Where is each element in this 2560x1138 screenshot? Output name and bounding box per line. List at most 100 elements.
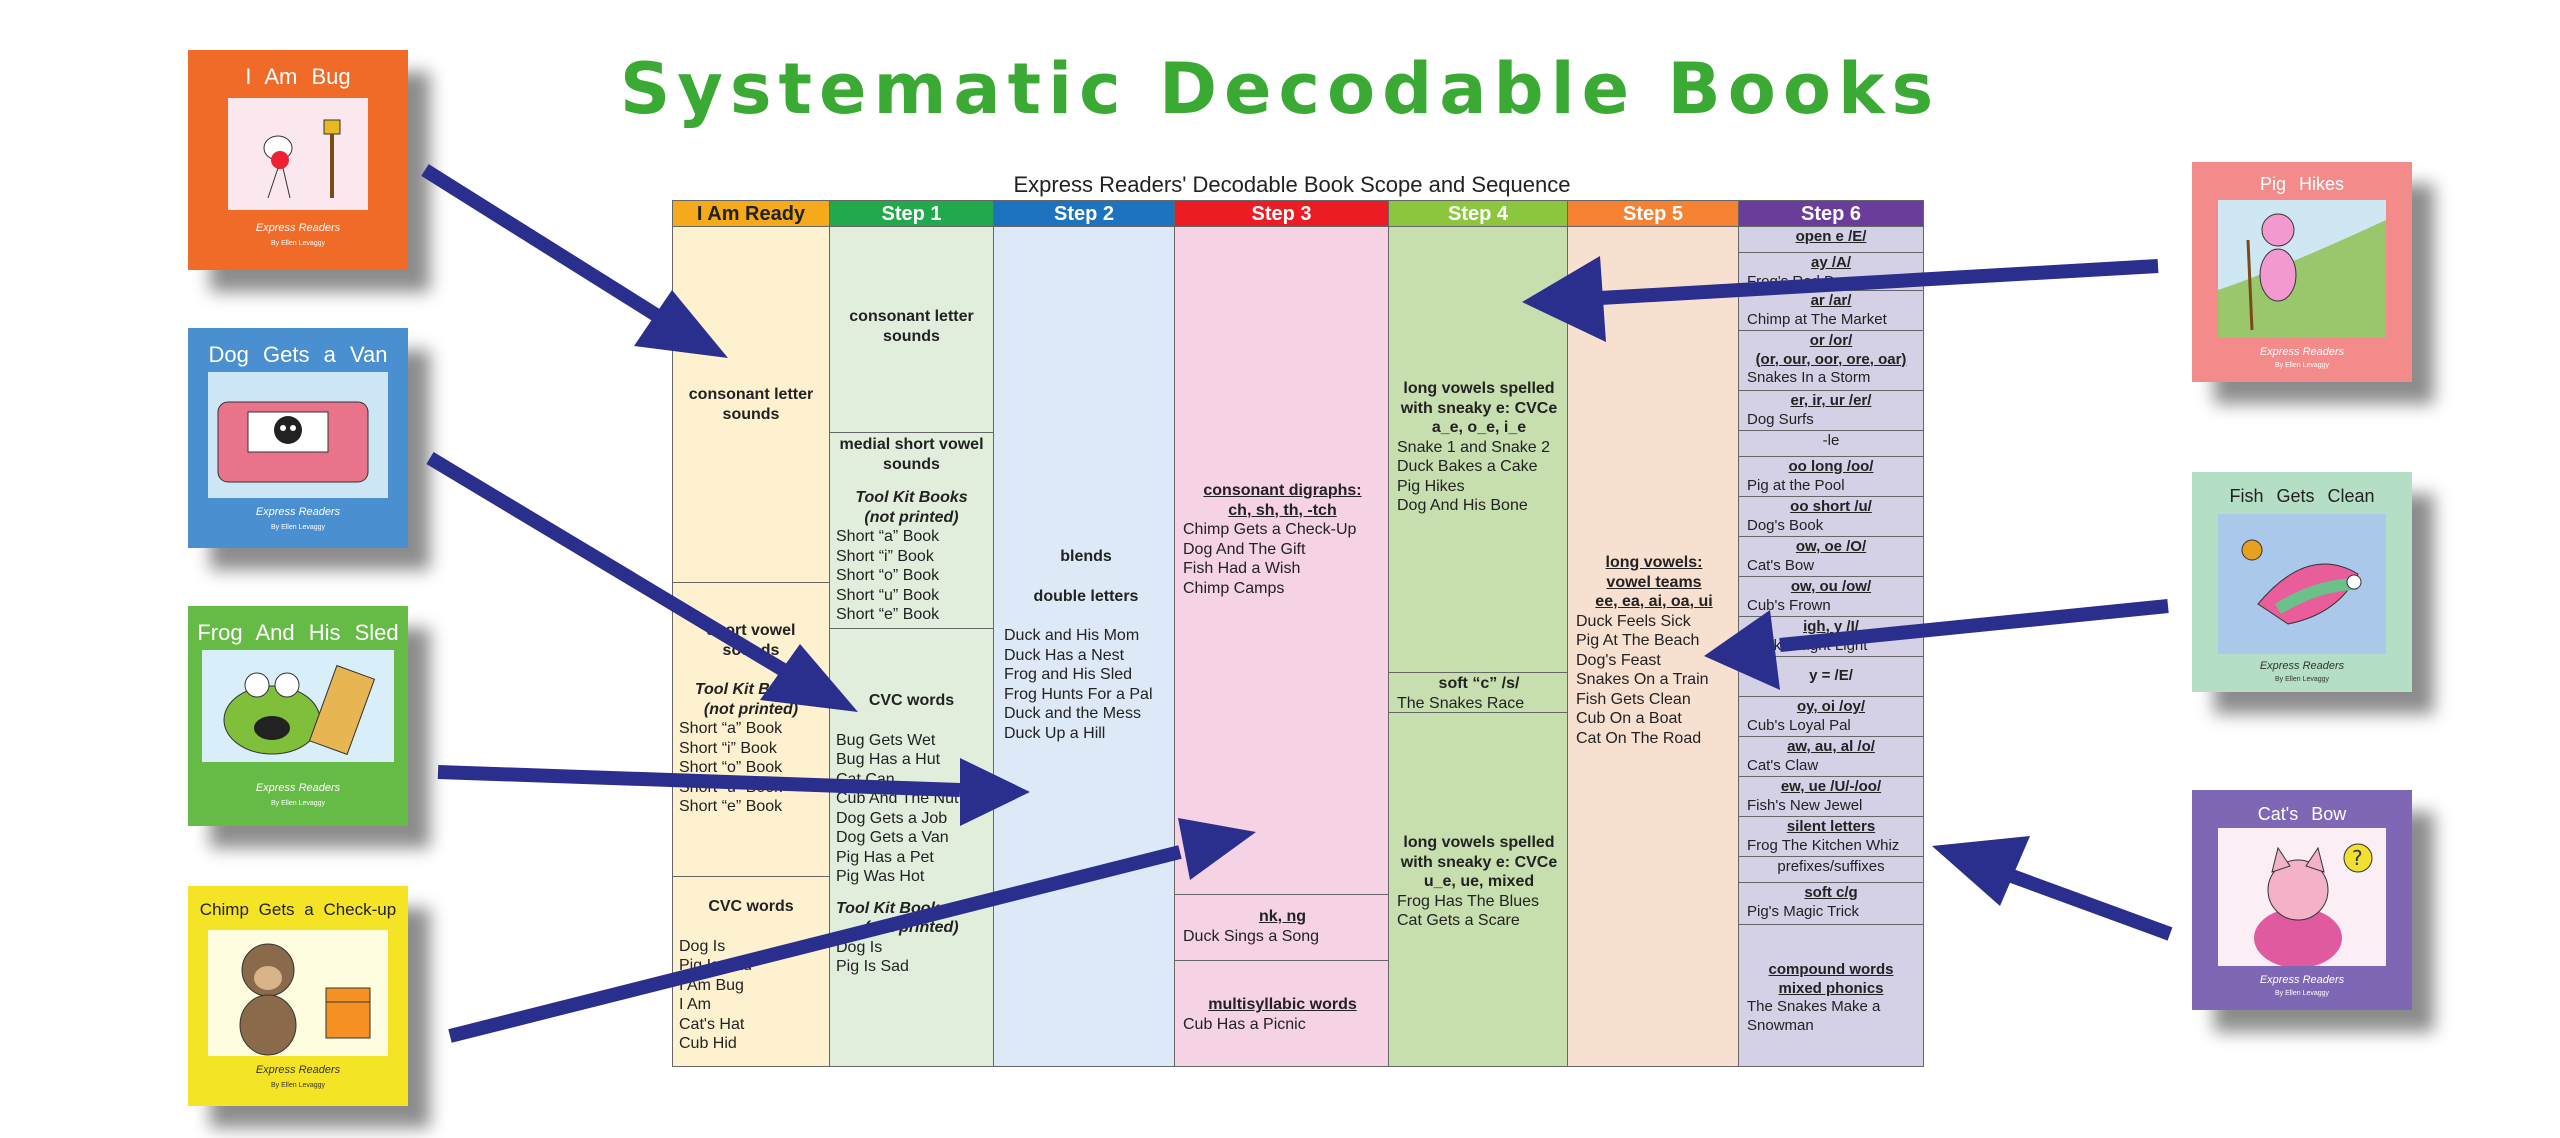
author: By Ellen Levaggy [2274, 676, 2330, 683]
book-item: Duck and the Mess [1004, 705, 1141, 722]
cell-heading: or /or/ [1809, 332, 1853, 349]
book-item: Pig at the Pool [1747, 476, 1845, 494]
chimp-illustration [208, 930, 388, 1056]
cell-heading: ow, oe /O/ [1795, 538, 1867, 555]
book-item: Short “e” Book [679, 798, 783, 815]
book-item: Duck and His Mom [1004, 627, 1140, 644]
tool-kit-note: (not printed) [864, 508, 959, 526]
column-header-step-3: Step 3 [1175, 201, 1388, 227]
cell-step6-soft-c-g: soft c/g Pig's Magic Trick [1739, 883, 1923, 925]
cell-heading: soft “c” /s/ [1438, 675, 1520, 692]
cell-heading: ar /ar/ [1810, 292, 1852, 309]
book-cover-dog-gets-a-van[interactable]: Dog Gets a Van Express Readers By Ellen … [188, 328, 408, 548]
cell-heading: ee, ea, ai, oa, ui [1595, 593, 1713, 610]
book-item: Dog Gets a Job [836, 809, 948, 827]
book-item: Dog And His Bone [1397, 497, 1528, 514]
cell-step6-oo-short: oo short /u/ Dog's Book [1739, 497, 1923, 537]
bug-illustration [228, 98, 368, 210]
cell-heading: double letters [1033, 587, 1139, 605]
cell-step6-ew-ue: ew, ue /U/-/oo/ Fish's New Jewel [1739, 777, 1923, 817]
book-item: Short “i” Book [679, 739, 777, 757]
book-item: Cub Hid [679, 1035, 737, 1052]
book-item: Duck Has a Nest [1004, 646, 1125, 664]
book-item: Duck's Night Light [1747, 636, 1868, 654]
book-item: Pig Hikes [1397, 477, 1465, 495]
book-cover-i-am-bug[interactable]: I Am Bug Express Readers By Ellen Levagg… [188, 50, 408, 270]
cell-heading: aw, au, al /o/ [1787, 738, 1875, 755]
publisher: Express Readers [2259, 660, 2345, 672]
book-item: Cub Has a Picnic [1183, 1015, 1306, 1033]
cell-step6-oo-long: oo long /oo/ Pig at the Pool [1739, 457, 1923, 497]
book-item: I Am [679, 996, 712, 1013]
book-item: Cat Gets a Scare [1397, 912, 1520, 929]
tool-kit-note: (not printed) [703, 700, 799, 718]
cell-step6-compound-words: compound words mixed phonics The Snakes … [1739, 925, 1923, 1067]
book-item: Short “a” Book [836, 528, 940, 545]
book-item: Frog Hunts For a Pal [1004, 685, 1153, 703]
publisher: Express Readers [255, 506, 341, 518]
book-item: Snake 1 and Snake 2 [1397, 438, 1551, 456]
column-step-4: Step 4 long vowels spelled with sneaky e… [1389, 201, 1568, 1066]
svg-text:?: ? [2352, 846, 2363, 870]
column-step-2: Step 2 blends double letters Duck and Hi… [994, 201, 1175, 1066]
tool-kit-label: Tool Kit Books [694, 681, 808, 698]
book-title: Chimp Gets a Check-up [199, 900, 397, 919]
book-item: Cub And The Nut [836, 790, 959, 807]
book-title: Fish Gets Clean [2229, 486, 2375, 506]
book-item: Chimp Camps [1183, 579, 1285, 597]
book-item: Snowman [1747, 1016, 1814, 1034]
cell-step1-medial-vowels: medial short vowel sounds Tool Kit Books… [830, 433, 993, 629]
cell-step3-digraphs: consonant digraphs: ch, sh, th, -tch Chi… [1175, 227, 1388, 895]
book-title: Dog Gets a Van [208, 342, 388, 367]
cell-step6-ow-ou: ow, ou /ow/ Cub's Frown [1739, 577, 1923, 617]
book-item: The Snakes Make a [1747, 998, 1881, 1015]
tool-kit-label: Tool Kit Books [855, 489, 968, 506]
book-cover-frog-and-his-sled[interactable]: Frog And His Sled Express Readers By Ell… [188, 606, 408, 826]
cell-step6-er: er, ir, ur /er/ Dog Surfs [1739, 391, 1923, 431]
book-cover-chimp-gets-a-check-up[interactable]: Chimp Gets a Check-up Express Readers By… [188, 886, 408, 1106]
book-item: Duck Sings a Song [1183, 927, 1320, 945]
cell-heading: consonant digraphs: [1203, 482, 1362, 499]
book-item: Snakes In a Storm [1747, 369, 1871, 386]
cell-step6-ow-oe: ow, oe /O/ Cat's Bow [1739, 537, 1923, 577]
cell-step5-vowel-teams: long vowels: vowel teams ee, ea, ai, oa,… [1568, 227, 1738, 1067]
scope-sequence-table: I Am Ready consonant letter sounds short… [672, 200, 1924, 1067]
cell-heading: multisyllabic words [1208, 996, 1357, 1013]
van-illustration [208, 372, 388, 498]
book-item: Pig Has a Pet [836, 848, 934, 866]
book-item: Cat's Bow [1747, 556, 1815, 574]
cell-step2-blends: blends double letters Duck and His Mom D… [994, 227, 1174, 1067]
book-item: Cat Can [836, 770, 895, 788]
cell-heading: consonant letter sounds [688, 386, 814, 423]
tool-kit-note: (not printed) [864, 919, 959, 936]
book-item: Pig Was Hot [836, 868, 925, 885]
book-item: Duck Up a Hill [1004, 724, 1106, 742]
book-item: Dog Surfs [1747, 410, 1814, 428]
cell-heading: vowel teams [1606, 573, 1702, 591]
cell-step6-igh: igh, y /I/ Duck's Night Light [1739, 617, 1923, 657]
cell-heading: medial short vowel sounds [839, 436, 984, 473]
cell-step4-sneaky-e-1: long vowels spelled with sneaky e: CVCe … [1389, 227, 1567, 673]
book-item: Dog's Feast [1576, 651, 1661, 669]
cell-step6-oy-oi: oy, oi /oy/ Cub's Loyal Pal [1739, 697, 1923, 737]
publisher: Express Readers [2259, 974, 2345, 986]
cell-heading: igh, y /I/ [1803, 618, 1859, 635]
cell-heading: oo short /u/ [1790, 498, 1872, 515]
book-cover-pig-hikes[interactable]: Pig Hikes Express Readers By Ellen Levag… [2192, 162, 2412, 382]
author: By Ellen Levaggy [270, 800, 326, 807]
book-title: Frog And His Sled [197, 620, 399, 645]
cell-ready-consonants: consonant letter sounds [673, 227, 829, 583]
book-item: Dog And The Gift [1183, 540, 1306, 558]
cell-step1-cvc: CVC words Bug Gets Wet Bug Has a Hut Cat… [830, 629, 993, 1067]
book-cover-cats-bow[interactable]: Cat's Bow ? Express Readers By Ellen Lev… [2192, 790, 2412, 1010]
column-header-i-am-ready: I Am Ready [673, 201, 829, 227]
cell-heading: long vowels: [1605, 554, 1703, 571]
book-item: Pig's Magic Trick [1747, 902, 1860, 920]
publisher: Express Readers [255, 1064, 341, 1076]
cell-heading: silent letters [1786, 818, 1876, 835]
cell-heading: nk, ng [1258, 908, 1307, 925]
author: By Ellen Levaggy [2274, 990, 2330, 997]
book-cover-fish-gets-clean[interactable]: Fish Gets Clean Express Readers By Ellen… [2192, 472, 2412, 692]
book-item: Dog Is [836, 938, 883, 956]
book-item: Chimp Gets a Check-Up [1183, 521, 1357, 538]
